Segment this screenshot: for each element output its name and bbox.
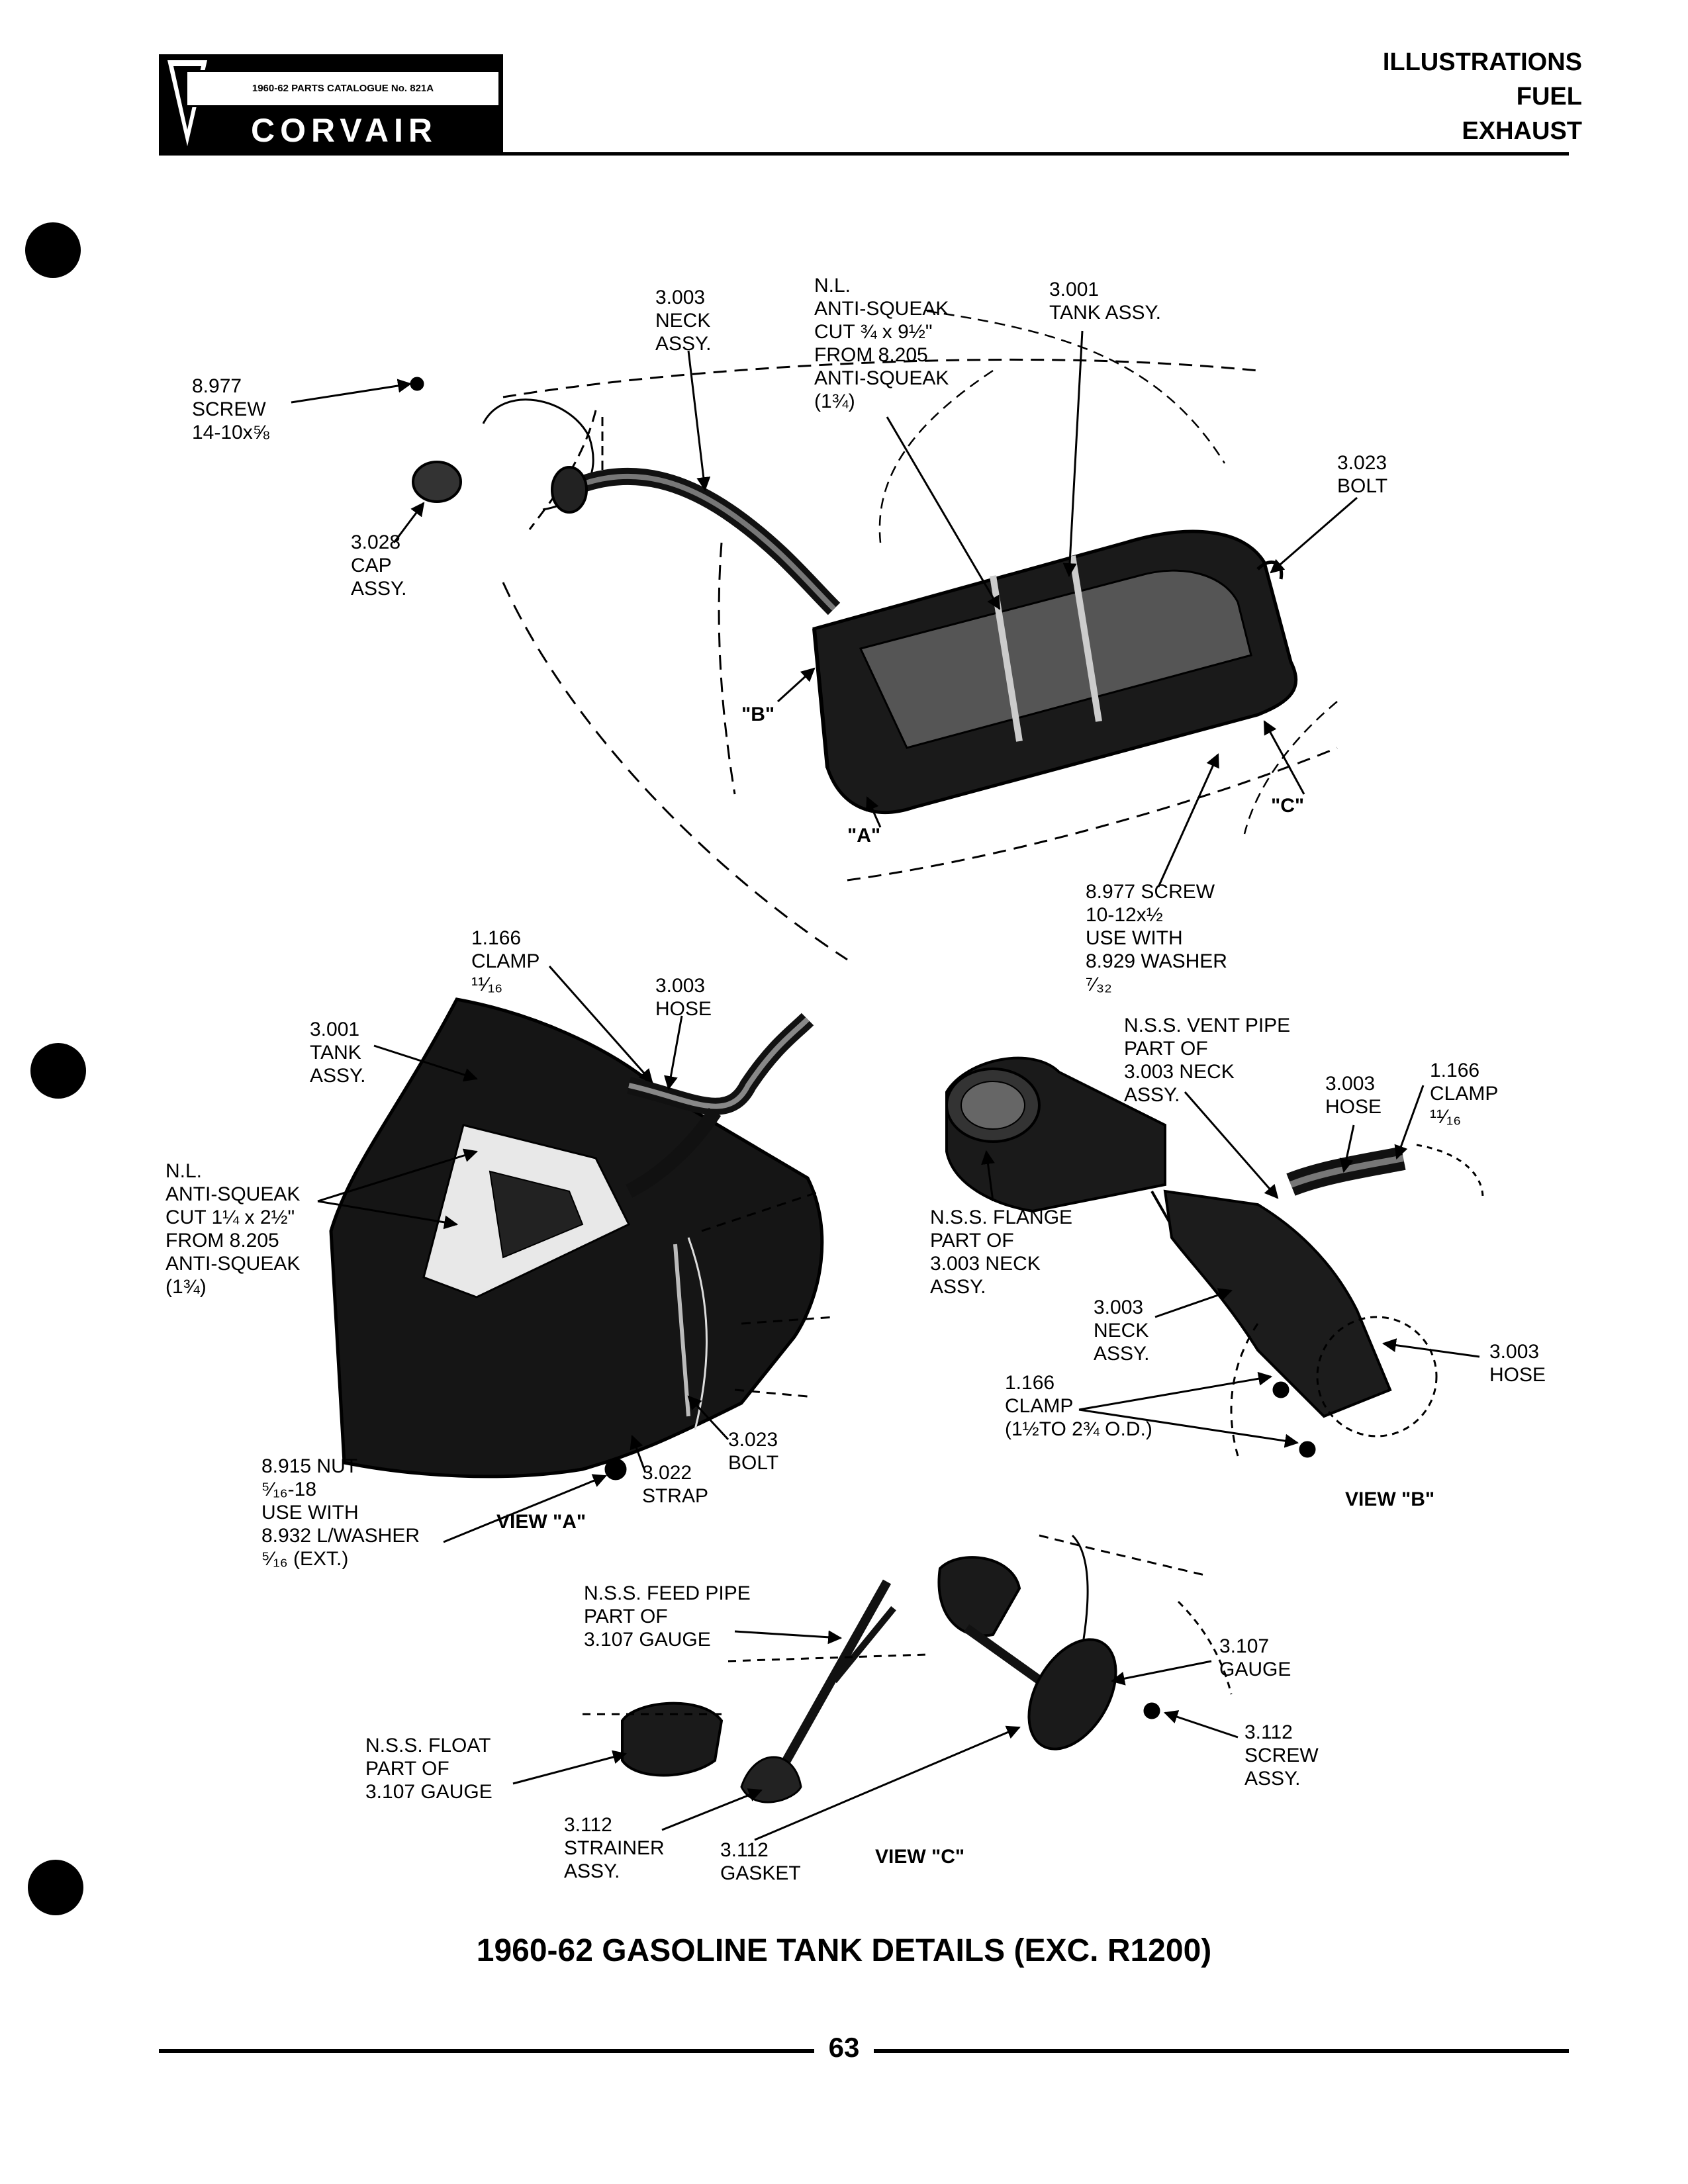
footer-rule-right xyxy=(874,2049,1569,2053)
header-rule xyxy=(159,152,1569,156)
label-strainer: 3.112 STRAINER ASSY. xyxy=(564,1814,665,1882)
view-c-art xyxy=(583,1534,1233,1803)
label-bolt-a: 3.023 BOLT xyxy=(728,1429,779,1474)
section-headings: ILLUSTRATIONS FUEL EXHAUST xyxy=(1383,45,1582,148)
section-heading: FUEL xyxy=(1516,83,1582,111)
binder-hole-top xyxy=(25,222,81,278)
label-screw-top: 8.977 SCREW 14-10x⅝ xyxy=(192,375,269,443)
label-screw-c: 3.112 SCREW ASSY. xyxy=(1244,1721,1319,1790)
label-tank-assy-top: 3.001 TANK ASSY. xyxy=(1049,279,1161,324)
label-ref-a: "A" xyxy=(847,825,881,846)
view-b-leaders xyxy=(981,1085,1480,1448)
label-nut-a: 8.915 NUT ⁵⁄₁₆-18 USE WITH 8.932 L/WASHE… xyxy=(261,1455,420,1570)
footer-rule-left xyxy=(159,2049,814,2053)
label-neck-assy: 3.003 NECK ASSY. xyxy=(655,287,712,355)
view-c-leaders xyxy=(512,1630,1239,1841)
logo-band-text: 1960-62 PARTS CATALOGUE No. 821A xyxy=(185,70,500,107)
page-number: 63 xyxy=(828,2032,860,2063)
binder-hole-bottom xyxy=(28,1860,83,1915)
label-feed-pipe: N.S.S. FEED PIPE PART OF 3.107 GAUGE xyxy=(584,1582,751,1651)
figure-caption: 1960-62 GASOLINE TANK DETAILS (EXC. R120… xyxy=(476,1933,1212,1968)
label-anti-squeak-a: N.L. ANTI-SQUEAK CUT 1¼ x 2½" FROM 8.205… xyxy=(165,1160,301,1298)
view-b-art xyxy=(945,1056,1484,1458)
main-view-art xyxy=(410,310,1338,961)
label-bolt-top: 3.023 BOLT xyxy=(1337,452,1388,497)
view-a-leaders xyxy=(317,966,729,1543)
label-neck-b: 3.003 NECK ASSY. xyxy=(1094,1297,1150,1365)
view-b-title: VIEW "B" xyxy=(1345,1488,1435,1510)
label-vent-pipe: N.S.S. VENT PIPE PART OF 3.003 NECK ASSY… xyxy=(1124,1015,1291,1106)
section-heading: EXHAUST xyxy=(1462,117,1582,145)
label-hose-a: 3.003 HOSE xyxy=(655,975,712,1020)
label-strap-a: 3.022 STRAP xyxy=(642,1462,709,1507)
label-ref-c: "C" xyxy=(1271,795,1305,817)
label-anti-squeak-top: N.L. ANTI-SQUEAK CUT ¾ x 9½" FROM 8.205 … xyxy=(814,275,949,412)
binder-hole-middle xyxy=(30,1043,86,1099)
view-a-title: VIEW "A" xyxy=(496,1511,586,1533)
label-gasket: 3.112 GASKET xyxy=(720,1839,801,1884)
main-view-leaders xyxy=(291,330,1358,887)
label-flange: N.S.S. FLANGE PART OF 3.003 NECK ASSY. xyxy=(930,1206,1073,1298)
label-clamp-a: 1.166 CLAMP ¹¹⁄₁₆ xyxy=(471,927,540,995)
label-gauge: 3.107 GAUGE xyxy=(1219,1635,1291,1680)
label-hose-b1: 3.003 HOSE xyxy=(1325,1073,1382,1118)
view-a-art xyxy=(329,997,835,1480)
view-c-title: VIEW "C" xyxy=(875,1846,965,1868)
label-clamp-b2: 1.166 CLAMP (1½TO 2¾ O.D.) xyxy=(1005,1372,1152,1440)
label-ref-b: "B" xyxy=(741,704,775,725)
label-hose-b2: 3.003 HOSE xyxy=(1489,1341,1546,1386)
label-clamp-b1: 1.166 CLAMP ¹¹⁄₁₆ xyxy=(1430,1060,1499,1128)
label-screw-bottom: 8.977 SCREW 10-12x½ USE WITH 8.929 WASHE… xyxy=(1086,881,1227,995)
section-heading: ILLUSTRATIONS xyxy=(1382,48,1582,76)
label-float: N.S.S. FLOAT PART OF 3.107 GAUGE xyxy=(365,1735,492,1803)
corvair-logo: 1960-62 PARTS CATALOGUE No. 821A CORVAIR xyxy=(159,54,503,155)
logo-wordmark: CORVAIR xyxy=(251,112,438,149)
label-tank-a: 3.001 TANK ASSY. xyxy=(310,1019,366,1087)
label-cap-assy: 3.028 CAP ASSY. xyxy=(351,531,407,600)
